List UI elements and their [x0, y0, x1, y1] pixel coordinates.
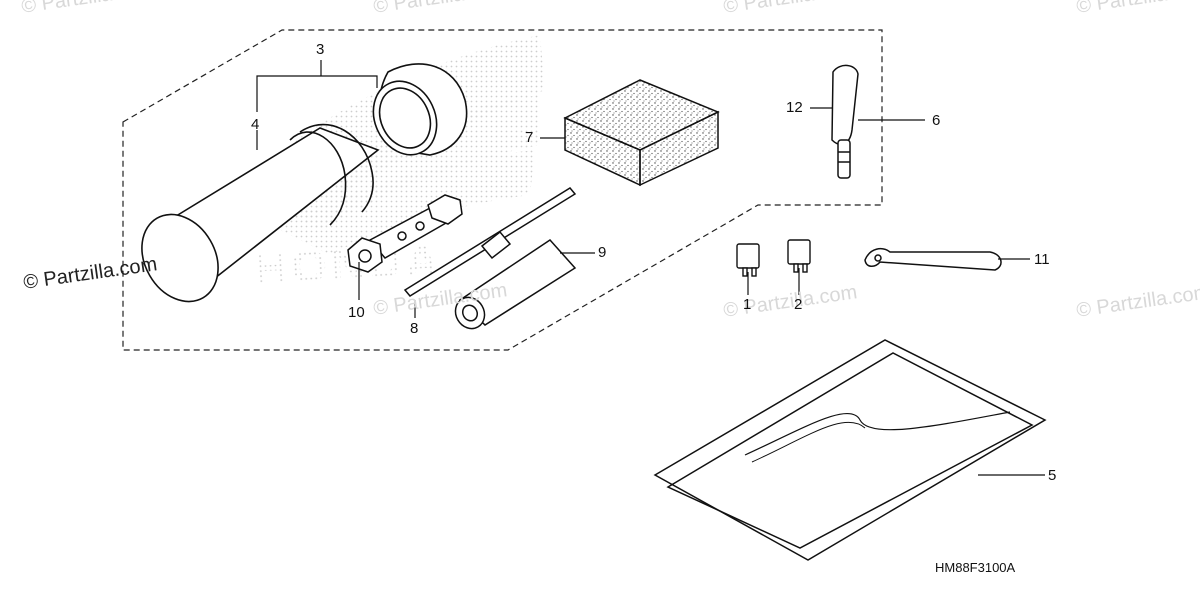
sponge-block — [563, 79, 720, 187]
callout-12: 12 — [786, 99, 803, 116]
fuse-2 — [787, 239, 811, 273]
manual-bag — [653, 339, 1047, 561]
toolkit-boundary — [122, 29, 883, 351]
callout-11: 11 — [1034, 251, 1050, 268]
callout-6: 6 — [932, 112, 941, 129]
extension-bar — [454, 239, 577, 330]
fuse-1 — [736, 243, 760, 277]
plug-wrench — [347, 194, 463, 273]
callout-8: 8 — [410, 320, 419, 337]
callout-10: 10 — [348, 304, 365, 321]
tool-bag-cylinder — [141, 123, 380, 303]
fuse-puller — [864, 247, 1002, 271]
leader-lines — [256, 60, 1045, 476]
callout-3: 3 — [316, 41, 325, 58]
callout-9: 9 — [598, 244, 607, 261]
callout-4: 4 — [251, 116, 260, 133]
screwdriver-handle — [831, 64, 859, 179]
screwdriver-blade — [403, 187, 577, 297]
callout-5: 5 — [1048, 467, 1057, 484]
callout-2: 2 — [794, 296, 803, 313]
band-ring — [372, 63, 468, 156]
callout-7: 7 — [525, 129, 534, 146]
honda-bg-text: HONDA — [253, 233, 444, 295]
callout-1: 1 — [743, 296, 752, 313]
diagram-code: HM88F3100A — [935, 560, 1016, 575]
